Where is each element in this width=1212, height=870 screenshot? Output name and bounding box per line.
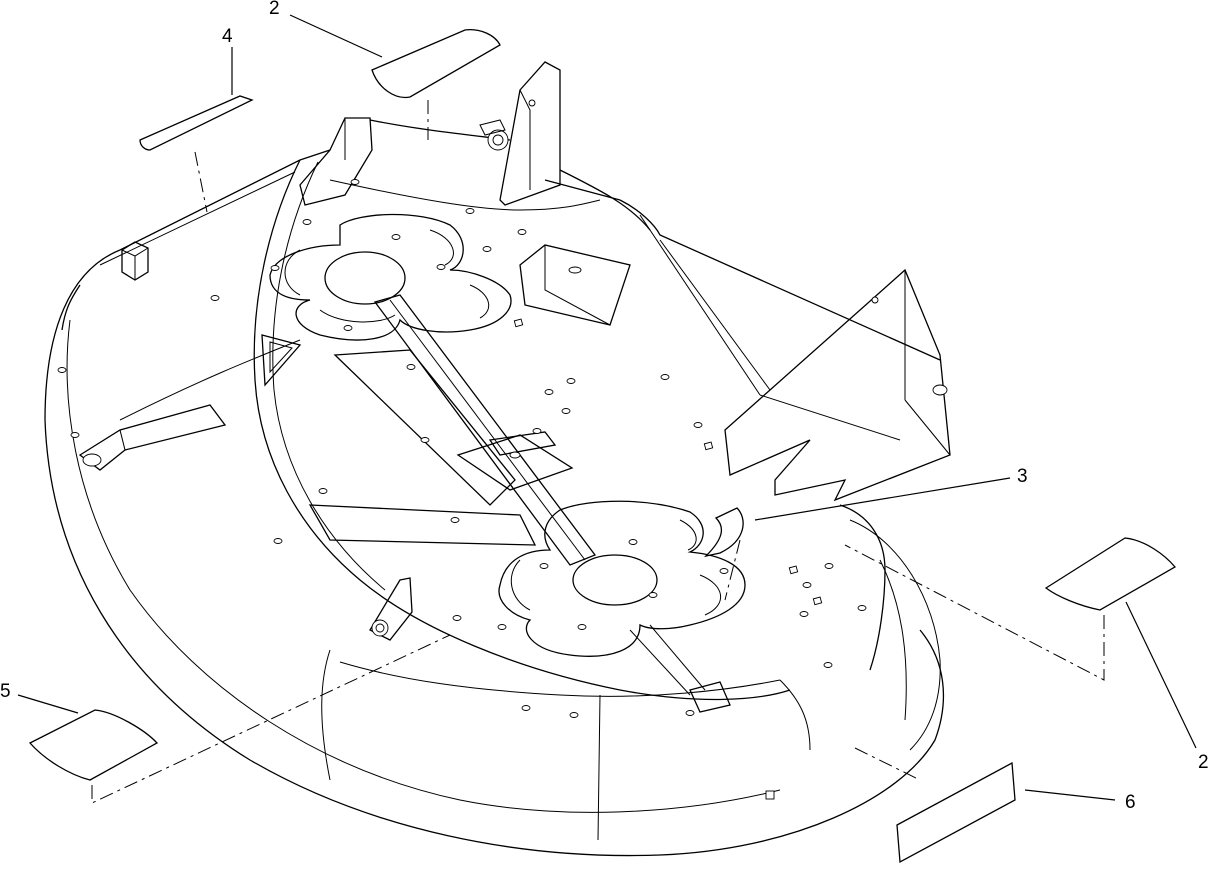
- decal-2-rear: [371, 29, 501, 99]
- center-triangle-baffle: [308, 349, 537, 546]
- mower-deck-housing: [44, 119, 944, 857]
- rear-left-post: [299, 117, 373, 206]
- leader-lines: [17, 14, 1197, 801]
- left-hinge-bracket: [78, 404, 227, 471]
- front-left-height-bracket: [369, 577, 413, 641]
- callout-5: 5: [0, 681, 11, 702]
- upper-spindle-baffle: [269, 213, 512, 341]
- deck-holes: [57, 179, 867, 800]
- left-triangle-baffle: [261, 334, 302, 387]
- callout-6: 6: [1125, 792, 1136, 813]
- decal-3: [703, 507, 744, 558]
- callout-3: 3: [1017, 466, 1028, 487]
- right-discharge-chute-bracket: [724, 268, 951, 502]
- center-channel: [373, 294, 731, 713]
- lower-spindle-baffle: [498, 500, 746, 657]
- callout-4: 4: [222, 26, 233, 47]
- decal-4: [139, 95, 254, 151]
- decal-5: [28, 709, 159, 781]
- left-nut-fitting: [121, 241, 149, 281]
- rear-right-mount-bracket: [479, 61, 561, 206]
- callout-2-rear: 2: [269, 0, 280, 19]
- idler-bracket: [519, 244, 631, 326]
- callout-labels: 2 4 3 5 2 6: [0, 0, 1209, 813]
- decal-6: [896, 761, 1016, 864]
- decal-2-right: [1044, 537, 1176, 611]
- callout-2-right: 2: [1198, 752, 1209, 773]
- placement-lines: [91, 100, 1105, 804]
